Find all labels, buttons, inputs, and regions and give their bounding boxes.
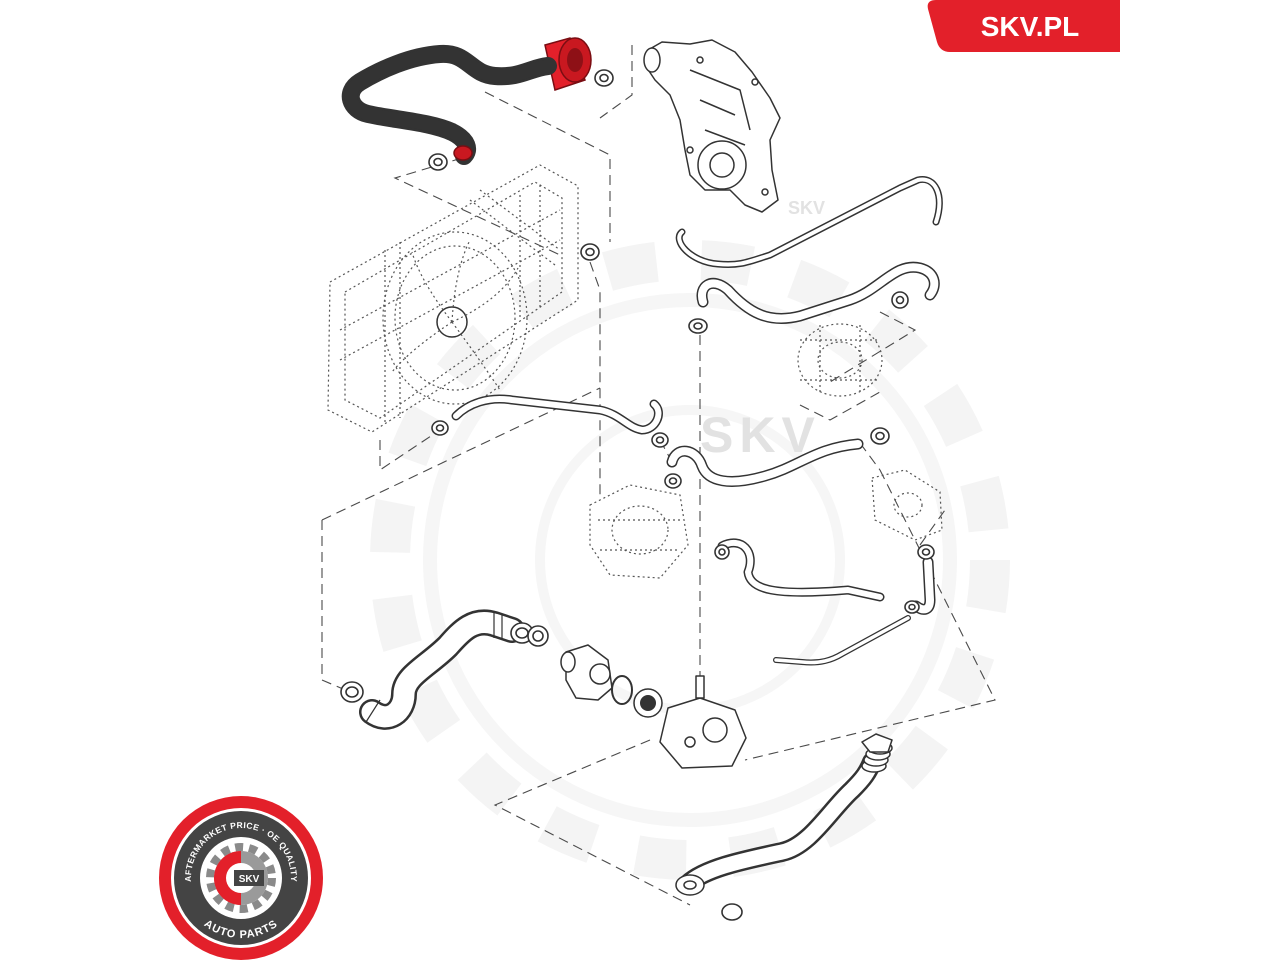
lower-radiator-hose [359,609,525,730]
coolant-hose-mid-right [666,438,864,487]
temperature-sensor [695,675,705,699]
hose-clamp [580,243,600,261]
thermostat-cover [565,644,613,701]
hose-clamp [917,544,935,560]
leader-lines [321,45,996,906]
egr-flange-top [861,733,893,753]
brand-logo-tab: SKV.PL [927,0,1120,52]
leader-line [799,391,881,421]
hose-clamp [714,544,730,560]
hose-clamp [340,681,364,703]
leader-line [493,739,691,906]
hose-clamp [904,600,920,614]
fan-ring [382,231,528,405]
hose-clamp [428,153,448,171]
hose-clamp [594,69,614,87]
leader-line [859,442,881,471]
brand-site-label: SKV.PL [981,11,1080,42]
throttle-component-right [797,323,883,397]
hose-clamp [651,432,669,448]
radiator-assembly [327,164,579,433]
leader-line [393,157,561,256]
egr-pipe [675,733,893,921]
leader-line [379,429,441,472]
water-pump-housing [643,39,781,213]
leader-line [589,261,601,500]
hose-clamp [891,291,909,309]
coolant-junction-center [589,484,689,579]
leader-line [599,45,633,119]
egr-gasket [721,903,743,921]
coolant-hose-mid-left [451,394,663,435]
watermark-text-small: SKV [788,198,825,218]
hose-clamp [870,427,890,445]
hose-clamps [340,69,935,703]
leader-line [484,91,611,242]
coolant-hose-vertical-right [910,556,936,615]
coolant-junction-right [871,469,943,541]
leader-line [321,520,351,693]
thermostat-assembly [560,644,747,769]
background-gear-watermark [370,240,1010,880]
leader-line [744,469,996,761]
seal-center-text: SKV [239,874,260,885]
hose-clamp [688,318,708,334]
hose-clamp [664,473,682,489]
highlighted-hose [341,37,592,165]
hose-clamp [431,420,449,436]
coolant-hose-lower-right [717,538,885,602]
watermark-text-large: SKV [700,407,821,463]
coolant-hose-upper-right-pipe [675,176,943,268]
hose-clamp [527,625,549,647]
leader-line [321,387,601,521]
leader-line [919,509,946,546]
leader-line [829,311,917,383]
o-ring [611,675,633,705]
coolant-hose-upper-mid [696,261,940,324]
coolant-pipe-small-bottom [773,615,911,666]
quality-seal-logo: AFTERMARKET PRICE · OE QUALITY AUTO PART… [159,796,323,960]
